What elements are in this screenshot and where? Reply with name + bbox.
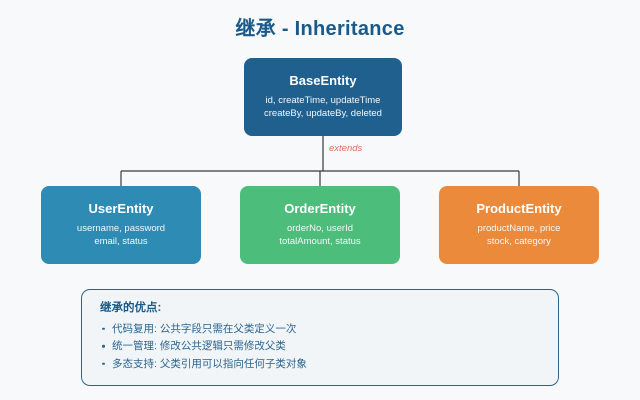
benefits-list-item: 代码复用: 公共字段只需在父类定义一次	[100, 320, 540, 338]
entity-field-line: orderNo, userId	[286, 222, 353, 234]
bullet-icon	[102, 345, 105, 348]
benefits-panel: 继承的优点: 代码复用: 公共字段只需在父类定义一次 统一管理: 修改公共逻辑只…	[81, 289, 559, 386]
benefits-item-text: 代码复用: 公共字段只需在父类定义一次	[112, 322, 297, 335]
page-title: 继承 - Inheritance	[235, 18, 405, 40]
entity-fields: username, password email, status	[77, 222, 165, 250]
entity-name: ProductEntity	[476, 200, 562, 216]
entity-box-productentity[interactable]: ProductEntity productName, price stock, …	[439, 186, 599, 264]
benefits-list-item: 统一管理: 修改公共逻辑只需修改父类	[100, 338, 540, 356]
entity-field-line: productName, price	[477, 222, 561, 234]
entity-field-line: email, status	[94, 236, 148, 248]
entity-fields: id, createTime, updateTime createBy, upd…	[264, 94, 382, 122]
entity-field-line: createBy, updateBy, deleted	[264, 108, 382, 120]
entity-box-orderentity[interactable]: OrderEntity orderNo, userId totalAmount,…	[240, 186, 400, 264]
entity-field-line: stock, category	[487, 236, 551, 248]
benefits-list: 代码复用: 公共字段只需在父类定义一次 统一管理: 修改公共逻辑只需修改父类 多…	[100, 320, 540, 373]
entity-field-line: totalAmount, status	[279, 236, 361, 248]
entity-box-userentity[interactable]: UserEntity username, password email, sta…	[41, 186, 201, 264]
entity-fields: productName, price stock, category	[478, 222, 561, 250]
entity-fields: orderNo, userId totalAmount, status	[279, 222, 360, 250]
bullet-icon	[102, 327, 105, 330]
entity-box-baseentity[interactable]: BaseEntity id, createTime, updateTime cr…	[244, 58, 402, 136]
entity-name: UserEntity	[88, 200, 154, 216]
benefits-list-item: 多态支持: 父类引用可以指向任何子类对象	[100, 355, 540, 373]
bullet-icon	[102, 362, 105, 365]
benefits-item-text: 多态支持: 父类引用可以指向任何子类对象	[112, 357, 307, 370]
benefits-item-text: 统一管理: 修改公共逻辑只需修改父类	[112, 340, 286, 352]
benefits-title: 继承的优点:	[100, 302, 162, 314]
extends-label: extends	[329, 143, 363, 154]
entity-field-line: username, password	[76, 222, 166, 234]
entity-field-line: id, createTime, updateTime	[265, 94, 381, 106]
entity-name: OrderEntity	[284, 200, 356, 216]
entity-name: BaseEntity	[289, 72, 357, 88]
